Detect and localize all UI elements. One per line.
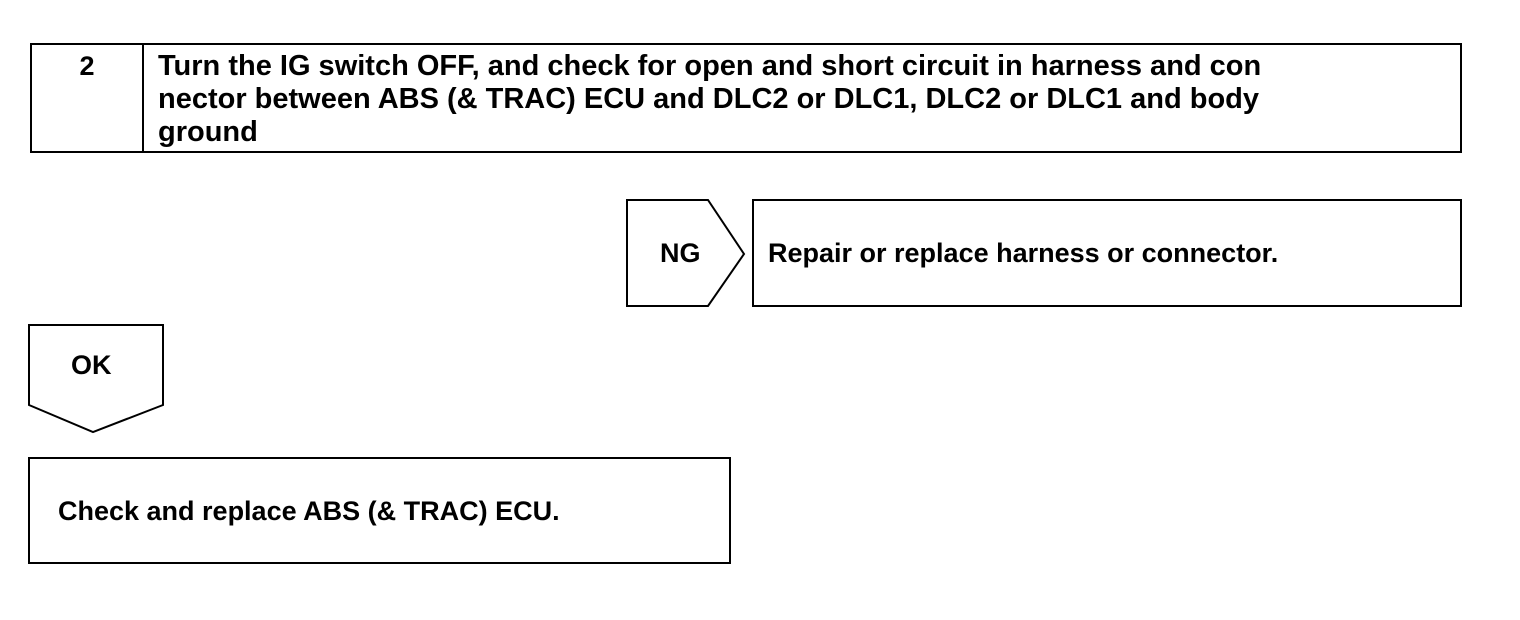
- step-instruction: Turn the IG switch OFF, and check for op…: [158, 50, 1262, 148]
- ng-arrow-shape: [626, 199, 746, 307]
- ok-result-box: Check and replace ABS (& TRAC) ECU.: [28, 457, 731, 564]
- ok-action-text: Check and replace ABS (& TRAC) ECU.: [58, 496, 560, 526]
- step-number: 2: [32, 45, 144, 151]
- ng-result-box: Repair or replace harness or connector.: [752, 199, 1462, 307]
- ng-label: NG: [660, 238, 701, 268]
- ok-label: OK: [71, 350, 112, 380]
- ok-arrow-shape: [28, 324, 164, 434]
- step-box: 2 Turn the IG switch OFF, and check for …: [30, 43, 1462, 153]
- ng-action-text: Repair or replace harness or connector.: [768, 238, 1279, 268]
